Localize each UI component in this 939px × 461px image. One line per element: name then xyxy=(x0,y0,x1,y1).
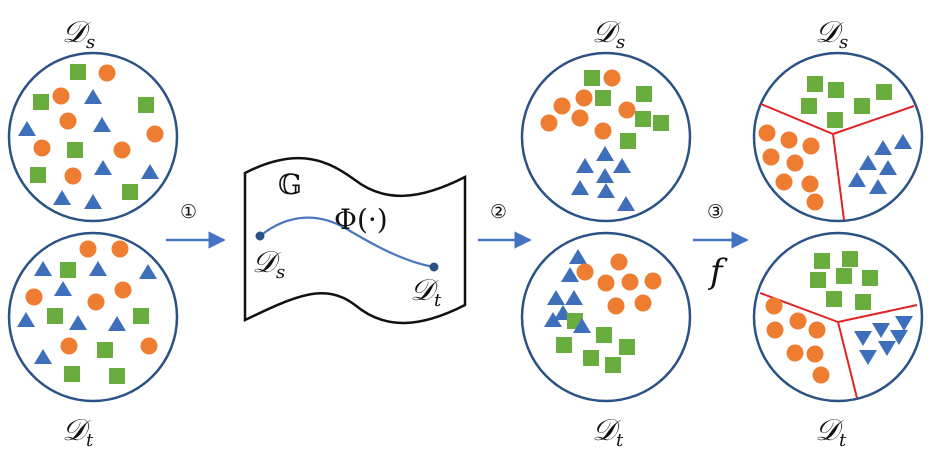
target-domain-label-2: 𝒟t xyxy=(592,413,624,451)
target-samples-1 xyxy=(17,240,158,384)
source-samples-1 xyxy=(18,64,164,209)
target-samples-3 xyxy=(765,251,913,384)
source-samples-3 xyxy=(758,76,912,211)
source-domain-label-1: 𝒟s xyxy=(62,15,95,53)
source-domain-circle-2 xyxy=(520,51,692,223)
source-point xyxy=(255,231,265,241)
classifier-label: f xyxy=(707,252,728,292)
source-domain-label-2: 𝒟s xyxy=(592,15,625,53)
geodesic-curve xyxy=(259,216,435,269)
target-domain-circle-2 xyxy=(520,231,692,403)
target-domain-label-3: 𝒟t xyxy=(815,413,847,451)
source-decision-boundary xyxy=(760,103,915,221)
target-point xyxy=(429,262,439,272)
target-domain-circle-3 xyxy=(752,231,924,403)
step-1-marker: ① xyxy=(180,201,197,223)
source-domain-circle-3 xyxy=(752,51,924,223)
manifold-surface xyxy=(243,157,467,325)
manifold-label: 𝔾 xyxy=(278,168,302,201)
step-2-marker: ② xyxy=(490,201,507,223)
source-samples-2 xyxy=(540,69,669,211)
step-3-marker: ③ xyxy=(707,201,724,223)
target-samples-2 xyxy=(544,249,662,373)
source-domain-label-3: 𝒟s xyxy=(815,15,848,53)
source-domain-circle-1 xyxy=(7,51,179,223)
target-domain-label-1: 𝒟t xyxy=(62,413,94,451)
mapping-label: Φ(·) xyxy=(334,203,388,236)
target-domain-circle-1 xyxy=(7,231,179,403)
